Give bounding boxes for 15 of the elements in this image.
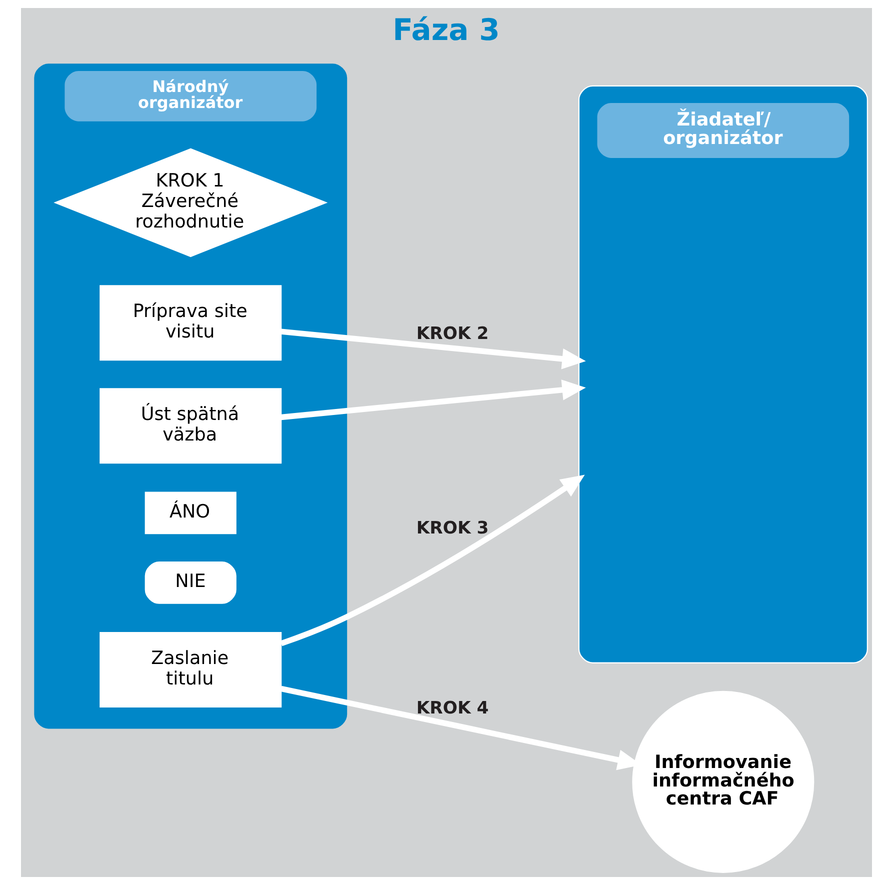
edge-label: KROK 2 [416,324,488,344]
node-box: Úst spätná väzba [99,388,282,464]
node-box: Zaslanie titulu [99,632,282,708]
diagram-title: Fáza 3 [392,12,500,48]
node-box: Žiadateľ/ organizátor [578,85,868,664]
node-circle: Informovanie informačného centra CAF [632,690,814,873]
node-box: ÁNO [144,492,236,534]
arrow [280,474,584,646]
node-diamond: KROK 1 Záverečné rozhodnutie [53,148,328,258]
edge-label: KROK 3 [416,518,488,539]
node-box: Príprava site visitu [99,285,282,361]
edge-label: KROK 4 [416,698,488,718]
arrow [280,328,586,370]
arrow [280,380,586,420]
node-box: NIE [144,562,236,604]
